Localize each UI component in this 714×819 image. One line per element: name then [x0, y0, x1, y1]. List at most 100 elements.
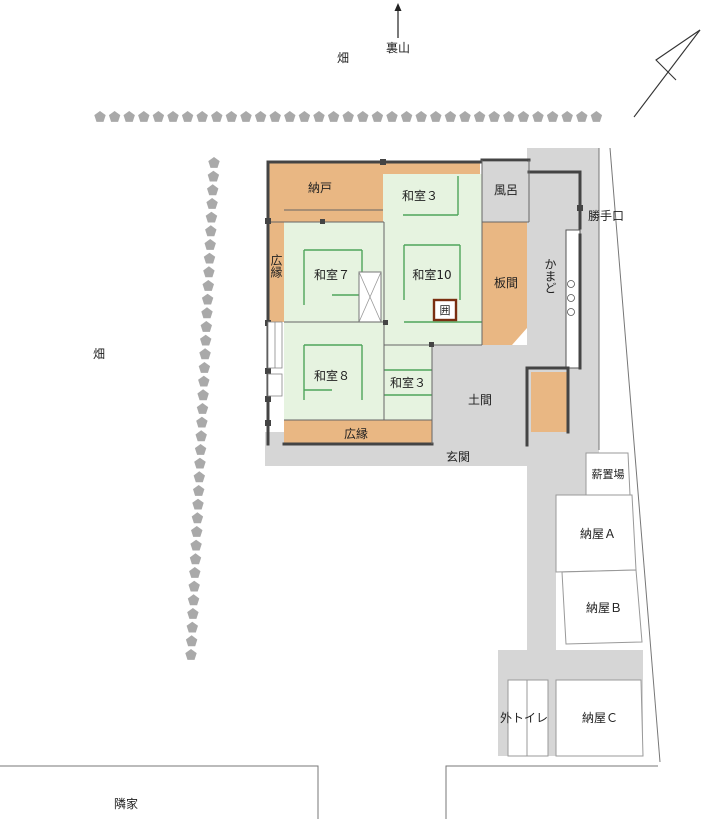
hedge-shrub	[204, 239, 216, 250]
label-rinka: 隣家	[114, 796, 138, 811]
hedge-shrub	[138, 111, 150, 122]
hedge-shrub	[191, 526, 203, 537]
hedge-shrub	[298, 111, 311, 122]
hedge-shrub	[191, 512, 204, 524]
storage-small	[531, 372, 567, 432]
hedge-shrub	[94, 111, 106, 122]
hedge-shrub	[123, 111, 135, 122]
hedge-shrub	[192, 498, 204, 510]
hedge-shrub	[371, 111, 384, 122]
hedge-shrub	[342, 111, 354, 122]
room-nando	[268, 162, 383, 222]
hedge-shrub	[240, 111, 252, 122]
hedge-shrub	[386, 111, 398, 122]
hedge-shrub	[488, 111, 500, 122]
label-makioki: 薪置場	[592, 468, 625, 481]
hedge-shrub	[532, 111, 544, 122]
hedge-shrub	[357, 111, 369, 122]
hedge-shrub	[590, 111, 603, 122]
hedge-row-left	[185, 157, 220, 660]
label-doma: 土間	[468, 393, 492, 407]
hedge-shrub	[225, 111, 238, 122]
label-katteguchi: 勝手口	[588, 208, 624, 223]
label-itama: 板間	[494, 276, 518, 290]
hedge-shrub	[167, 111, 179, 122]
closet-oshiire	[358, 271, 382, 323]
hedge-shrub	[181, 111, 194, 122]
hedge-shrub	[207, 184, 219, 196]
label-washitsu8: 和室８	[314, 368, 350, 383]
label-field-left: 畑	[93, 347, 105, 361]
hedge-shrub	[400, 111, 413, 122]
wood-strip-top	[383, 162, 480, 174]
hedge-shrub	[546, 111, 559, 122]
label-kamado: かまど	[543, 258, 557, 294]
label-hiroen-bottom: 広縁	[344, 426, 368, 441]
label-furo: 風呂	[494, 183, 518, 197]
hedge-shrub	[189, 567, 201, 578]
hedge-shrub	[199, 348, 211, 360]
hedge-shrub	[415, 111, 427, 122]
hedge-shrub	[207, 170, 220, 182]
hedge-shrub	[202, 280, 214, 291]
building-soto-toire	[507, 679, 549, 757]
hedge-shrub	[152, 111, 165, 122]
hedge-shrub	[193, 471, 205, 483]
hedge-shrub	[187, 608, 199, 619]
hedge-shrub	[200, 334, 212, 346]
irori-hearth	[432, 298, 458, 322]
hedge-shrub	[194, 457, 206, 469]
hedge-shrub	[196, 111, 208, 122]
kitchen-counter	[565, 229, 581, 369]
hedge-shrub	[197, 389, 209, 401]
hedge-shrub	[194, 444, 207, 455]
tatami-lines	[303, 176, 482, 400]
hedge-shrub	[195, 430, 207, 442]
property-boundary	[0, 147, 661, 819]
hedge-shrub	[430, 111, 442, 122]
hedge-shrub	[203, 266, 215, 278]
hedge-shrub	[185, 635, 198, 647]
hedge-shrub	[187, 594, 200, 606]
hedge-shrub	[196, 403, 209, 414]
hedge-shrub	[205, 225, 217, 237]
hedge-shrub	[186, 621, 198, 633]
room-washitsu10	[384, 222, 482, 345]
hedge-shrub	[198, 375, 210, 387]
hedge-shrub	[503, 111, 515, 122]
hedge-shrub	[201, 293, 214, 305]
label-washitsu7: 和室７	[314, 267, 350, 282]
hedge-shrub	[576, 111, 588, 122]
room-hiroen-bottom	[284, 420, 432, 444]
label-naya-a: 納屋Ａ	[580, 527, 616, 541]
room-doma	[432, 345, 527, 445]
hedge-row-top	[94, 111, 603, 122]
hedge-shrub	[313, 111, 325, 122]
hedge-shrub	[517, 111, 530, 122]
hedge-shrub	[327, 111, 340, 122]
compass-icon	[633, 29, 701, 118]
building-naya-c	[555, 679, 644, 757]
hedge-shrub	[205, 211, 218, 223]
hedge-shrub	[185, 649, 197, 660]
hedge-shrub	[208, 157, 220, 168]
room-washitsu3-top	[383, 174, 482, 222]
room-furo	[482, 162, 529, 222]
label-field-top: 畑	[337, 51, 349, 65]
room-washitsu8	[284, 322, 384, 420]
hedge-shrub	[254, 111, 267, 122]
room-hiroen-left	[268, 222, 284, 322]
label-naya-b: 納屋Ｂ	[586, 601, 622, 615]
room-itama	[482, 222, 527, 345]
label-washitsu10: 和室10	[412, 267, 451, 282]
hedge-shrub	[190, 539, 202, 551]
hedge-shrub	[444, 111, 457, 122]
hedge-shrub	[473, 111, 486, 122]
label-back-mountain: 裏山	[386, 40, 410, 55]
hedge-shrub	[284, 111, 296, 122]
label-washitsu3-small: 和室３	[390, 375, 426, 390]
label-nando: 納戸	[308, 181, 332, 195]
hedge-shrub	[189, 553, 202, 565]
hedge-shrub	[561, 111, 573, 122]
